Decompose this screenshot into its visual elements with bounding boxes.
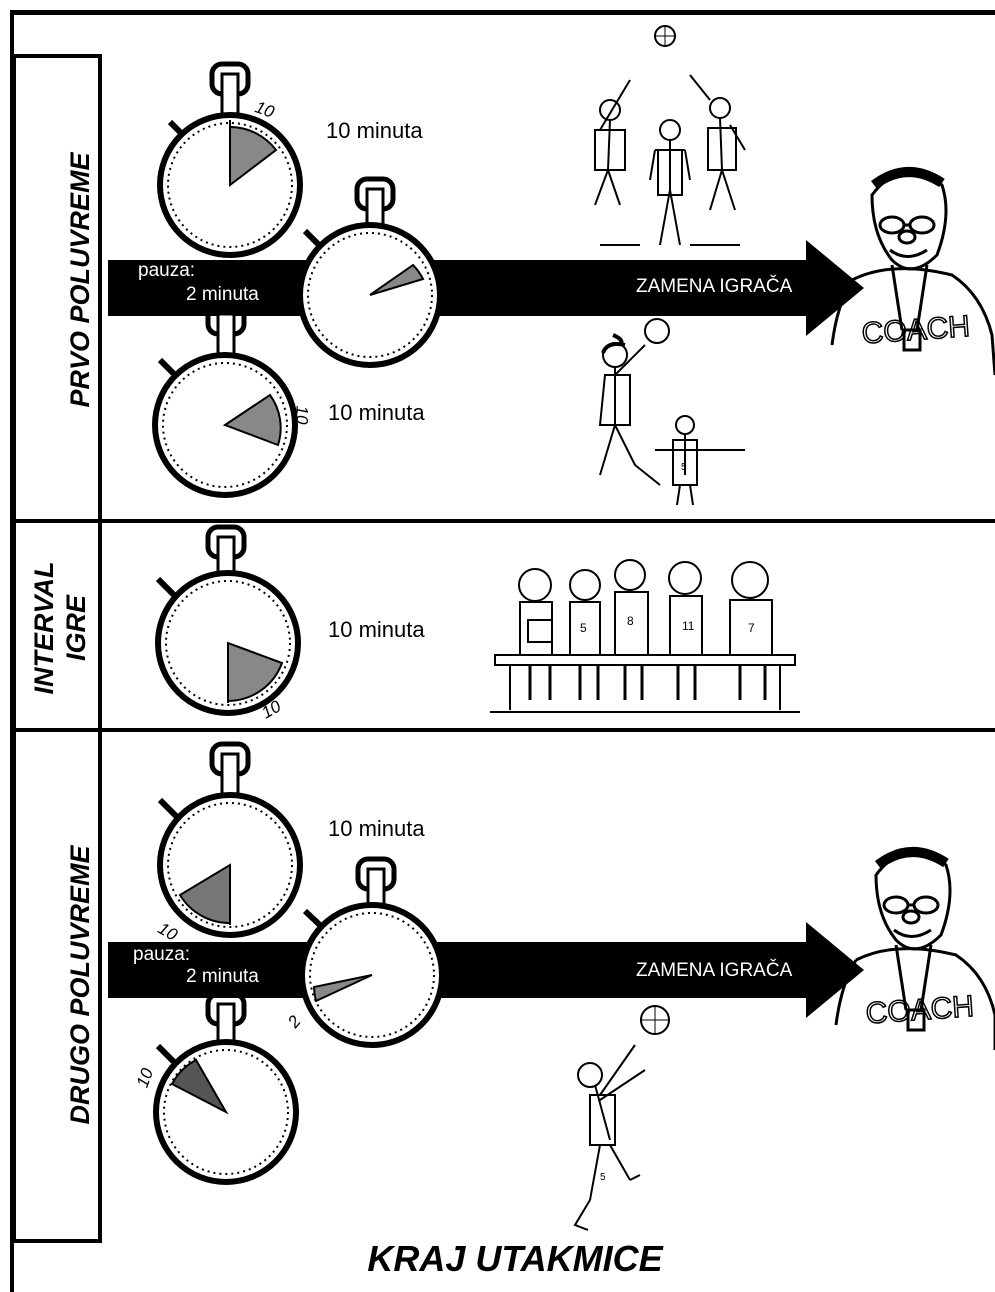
first-half-pause-duration: 2 minuta xyxy=(186,284,259,305)
divider-line-1 xyxy=(12,519,995,523)
frame-top-line xyxy=(12,10,995,15)
bench-players-illustration: 5 8 11 7 xyxy=(490,559,800,713)
stopwatch-3-dial-mark: 10 xyxy=(292,405,312,425)
stopwatch-icon xyxy=(155,524,301,716)
stopwatch-icon xyxy=(157,741,303,938)
coach-illustration: COACH xyxy=(834,847,995,1050)
stopwatch-icon xyxy=(157,61,303,258)
first-half-label: PRVO POLUVREME xyxy=(65,152,95,408)
first-half-top-minutes: 10 minuta xyxy=(326,118,423,143)
second-half-pause-duration: 2 minuta xyxy=(186,966,259,987)
second-half-arrow-head xyxy=(806,922,864,1018)
second-half-timeline-band xyxy=(108,942,808,998)
divider-line-2 xyxy=(12,728,995,732)
second-half-top-minutes: 10 minuta xyxy=(328,816,425,841)
svg-text:5: 5 xyxy=(580,621,587,635)
stopwatch-icon xyxy=(299,856,445,1048)
stopwatch-icon xyxy=(297,176,443,368)
second-half-substitution: ZAMENA IGRAČA xyxy=(636,960,793,981)
interval-label-line2: IGRE xyxy=(61,594,91,662)
stopwatch-icon xyxy=(152,301,298,498)
first-half-pause-label: pauza: xyxy=(138,260,196,281)
coach-shirt-text: COACH xyxy=(861,310,971,350)
catching-player-illustration: 5 xyxy=(573,1005,670,1231)
svg-text:7: 7 xyxy=(748,621,755,635)
first-half-substitution: ZAMENA IGRAČA xyxy=(636,276,793,297)
second-half-panel xyxy=(12,728,102,1243)
second-half-label: DRUGO POLUVREME xyxy=(65,845,95,1125)
coach-shirt-text: COACH xyxy=(865,990,975,1030)
shooting-players-illustration: 5 xyxy=(598,318,745,506)
second-half-pause-label: pauza: xyxy=(133,944,191,965)
svg-text:11: 11 xyxy=(682,619,695,633)
end-of-match-title: KRAJ UTAKMICE xyxy=(367,1238,663,1279)
interval-label-line1: INTERVAL xyxy=(29,561,59,695)
jump-ball-players-illustration xyxy=(594,25,746,246)
stopwatch-icon xyxy=(153,991,299,1185)
interval-panel xyxy=(12,519,102,732)
svg-text:5: 5 xyxy=(681,462,687,473)
first-half-bottom-minutes: 10 minuta xyxy=(328,400,425,425)
coach-illustration: COACH xyxy=(830,167,995,376)
svg-text:8: 8 xyxy=(627,614,634,628)
first-half-timeline-band xyxy=(108,260,808,316)
svg-text:5: 5 xyxy=(600,1172,606,1183)
interval-minutes: 10 minuta xyxy=(328,617,425,642)
